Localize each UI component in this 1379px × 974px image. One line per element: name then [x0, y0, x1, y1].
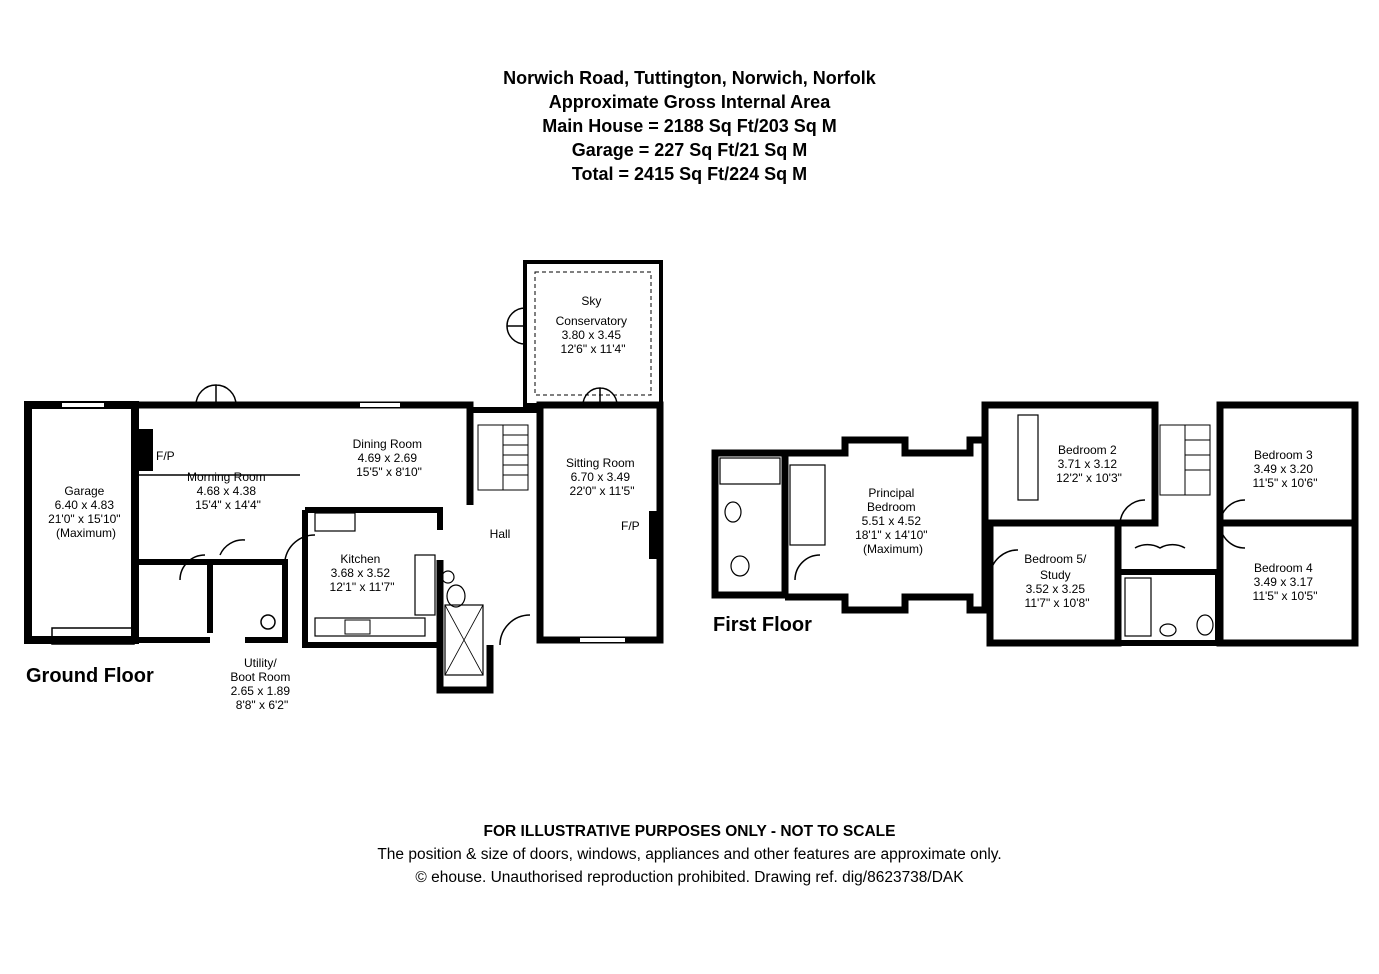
utility-label: Utility/ Boot Room 2.65 x 1.89 8'8" x 6'…: [230, 656, 293, 712]
first-bathroom-walls: [711, 449, 789, 599]
bedroom4-label: Bedroom 4 3.49 x 3.17 11'5" x 10'5": [1253, 561, 1318, 603]
garage-area: Garage = 227 Sq Ft/21 Sq M: [571, 140, 808, 160]
first-bath: [719, 457, 781, 485]
wc-toilet: [446, 584, 466, 608]
garage-label: Garage 6.40 x 4.83 21'0" x 15'10" (Maxim…: [48, 484, 124, 540]
principal-wardrobe: [789, 464, 826, 546]
footer: FOR ILLUSTRATIVE PURPOSES ONLY - NOT TO …: [0, 820, 1379, 889]
property-address: Norwich Road, Tuttington, Norwich, Norfo…: [503, 68, 876, 88]
dining-room-label: Dining Room 4.69 x 2.69 15'5" x 8'10": [353, 437, 426, 479]
ground-floor-plan: [24, 260, 664, 694]
wc-walls: [436, 560, 494, 694]
main-north-wall: [135, 401, 474, 505]
utility-walls: [210, 559, 288, 643]
first-toilet: [730, 555, 750, 577]
principal-bedroom-label: Principal Bedroom 5.51 x 4.52 18'1" x 14…: [855, 486, 931, 556]
kitchen-worktop-south: [314, 617, 426, 637]
sitting-room-walls: [536, 401, 664, 644]
conservatory-side-doors: [506, 307, 526, 345]
kitchen-sink: [344, 619, 371, 635]
morning-room-south-wall: [135, 559, 213, 633]
sitting-fireplace: [649, 511, 663, 559]
bedroom2-wardrobe: [1017, 414, 1039, 501]
area-title: Approximate Gross Internal Area: [548, 92, 831, 112]
morning-fireplace: [137, 429, 153, 471]
principal-bath-door: [794, 554, 821, 581]
landing-bath: [1124, 577, 1152, 637]
first-floor-plan: [711, 401, 1359, 647]
sitting-room-label: Sitting Room 6.70 x 3.49 22'0" x 11'5": [566, 456, 638, 498]
landing-toilet: [1196, 614, 1214, 636]
kitchen-west-south-wall: [302, 510, 440, 648]
title-block: Norwich Road, Tuttington, Norwich, Norfo…: [0, 66, 1379, 186]
kitchen-worktop-north: [314, 512, 356, 532]
total-area: Total = 2415 Sq Ft/224 Sq M: [571, 164, 808, 184]
morning-room-label: Morning Room 4.68 x 4.38 15'4" x 14'4": [187, 470, 269, 512]
conservatory-french-doors: [582, 387, 618, 406]
bedroom5-door: [989, 549, 1019, 576]
landing-basin: [1159, 623, 1177, 637]
garage-door: [51, 627, 135, 645]
utility-inner-door: [219, 539, 246, 556]
hall-label: Hall: [490, 527, 511, 541]
bedroom5-label: Bedroom 5/ Study 3.52 x 3.25 11'7" x 10'…: [1024, 552, 1089, 610]
landing-cupboard-doors: [1134, 543, 1186, 549]
shower-cross-b: [444, 604, 484, 676]
bedroom2-door: [1119, 499, 1146, 524]
first-floor-label: First Floor: [713, 614, 812, 636]
conservatory-outer: [523, 260, 663, 407]
main-house-area: Main House = 2188 Sq Ft/203 Sq M: [542, 116, 837, 136]
first-stairs: [1159, 424, 1211, 496]
ground-stairs: [477, 424, 529, 491]
wc-basin: [441, 570, 455, 584]
conservatory-sky-roof: [534, 271, 652, 396]
kitchen-label: Kitchen 3.68 x 3.52 12'1" x 11'7": [330, 552, 395, 594]
conservatory-label: Sky Conservatory 3.80 x 3.45 12'6" x 11'…: [556, 294, 631, 356]
morning-room-french-doors: [195, 384, 237, 406]
hall-front-door: [499, 614, 531, 646]
utility-door: [179, 554, 206, 581]
ground-floor-label: Ground Floor: [26, 665, 154, 687]
bedroom4-door: [1219, 522, 1246, 549]
bedroom3-label: Bedroom 3 3.49 x 3.20 11'5" x 10'6": [1253, 448, 1318, 490]
kitchen-worktop-east: [414, 554, 436, 616]
kitchen-north-wall: [305, 507, 443, 530]
disclaimer: FOR ILLUSTRATIVE PURPOSES ONLY - NOT TO …: [483, 823, 896, 840]
accuracy-note: The position & size of doors, windows, a…: [377, 846, 1002, 863]
utility-sink: [260, 614, 276, 630]
first-basin: [724, 501, 742, 523]
bedroom3-door: [1219, 499, 1246, 524]
bedroom2-label: Bedroom 2 3.71 x 3.12 12'2" x 10'3": [1056, 443, 1122, 485]
kitchen-door: [284, 534, 316, 561]
sitting-fireplace-label: F/P: [621, 519, 640, 533]
morning-fireplace-label: F/P: [156, 449, 175, 463]
landing-bathroom-walls: [1115, 569, 1221, 646]
shower: [444, 604, 484, 676]
copyright-notice: © ehouse. Unauthorised reproduction proh…: [415, 869, 964, 886]
